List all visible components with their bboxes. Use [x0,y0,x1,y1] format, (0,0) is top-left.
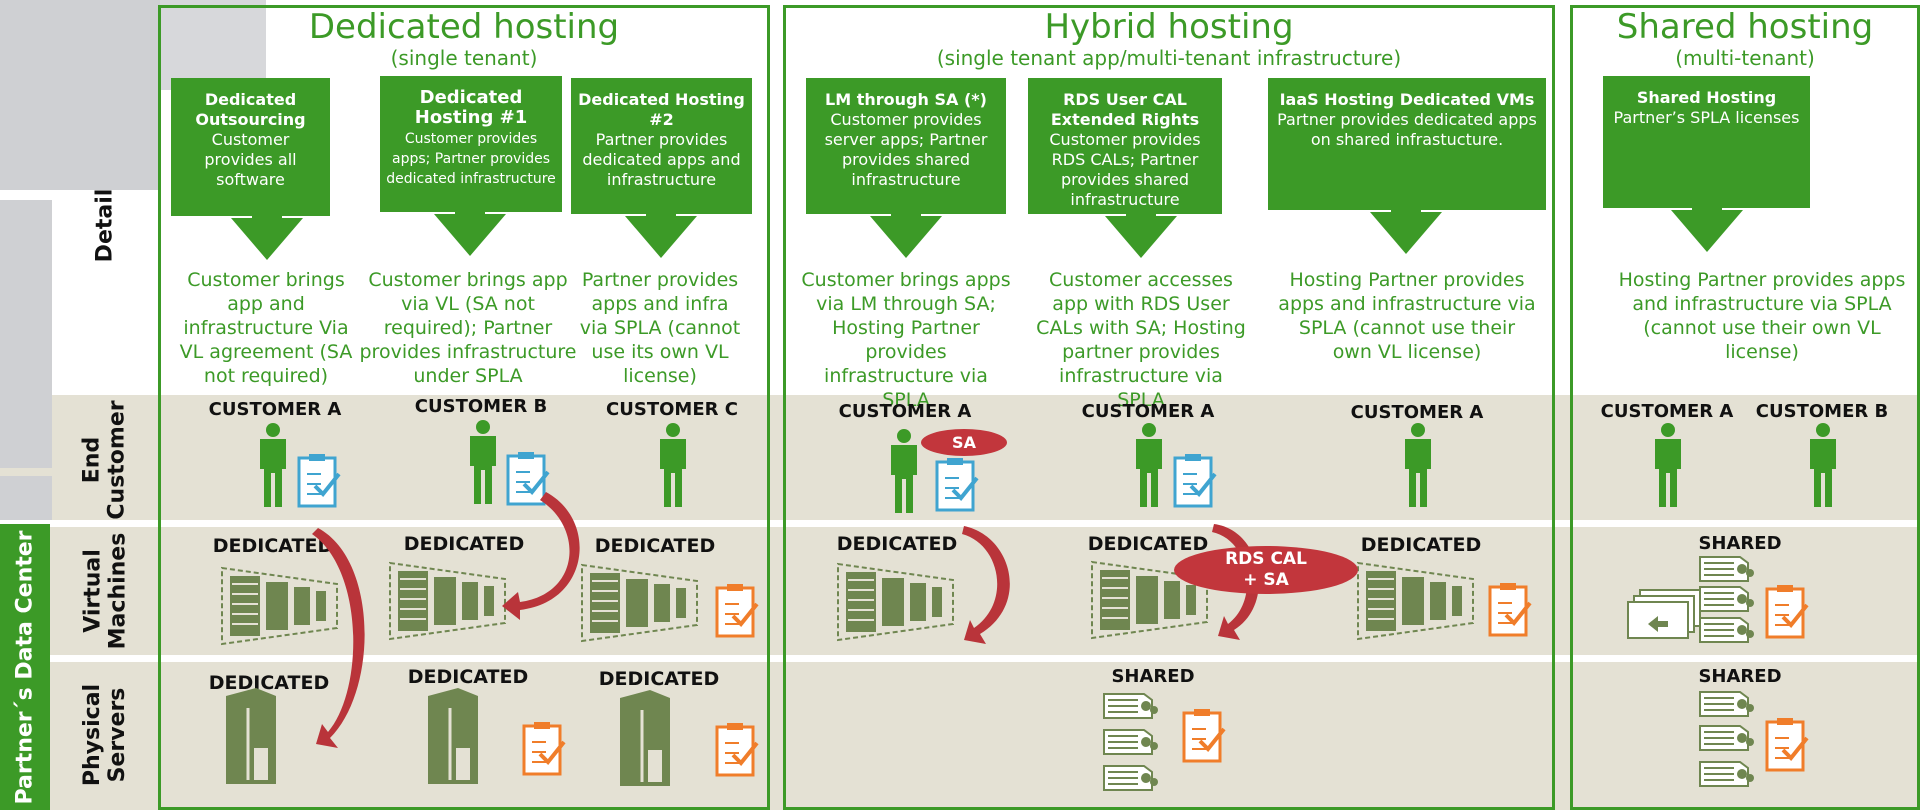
person-icon [891,429,917,513]
data-center-label: Partner´s Data Center [0,524,50,810]
option-box-lm-through-sa: LM through SA (*)Customer provides serve… [806,78,1006,214]
panel-title: Dedicated hosting [308,7,620,47]
person-icon [1810,423,1836,507]
server-rack-icon [581,564,698,642]
tower-server-icon [426,686,480,786]
vm-label: DEDICATED [212,535,334,557]
person-icon [260,423,286,507]
license-checklist-icon [522,720,566,776]
panel-title: Hybrid hosting [1044,7,1294,47]
description-text: Customer accesses app with RDS User CALs… [1036,269,1246,411]
server-rack-icon [389,562,506,640]
vm-label: DEDICATED [594,535,716,557]
license-checklist-icon [935,456,979,512]
description-text: Partner provides apps and infra via SPLA… [579,269,741,387]
left-strip [0,476,52,520]
customer-label: CUSTOMER A [1081,401,1215,422]
vm-label: SHARED [1698,533,1782,554]
shared-server-icon [1699,556,1755,582]
shared-server-icon [1103,765,1159,791]
person-icon [470,420,496,504]
server-label: DEDICATED [407,666,529,688]
license-checklist-icon [1173,452,1217,508]
server-label: DEDICATED [598,668,720,690]
tower-server-icon [618,688,672,788]
vm-label: DEDICATED [836,533,958,555]
license-checklist-icon [1488,581,1532,637]
left-strip [0,0,160,190]
left-strip [0,200,52,468]
server-rack-icon [1357,562,1474,640]
customer-label: CUSTOMER A [208,399,342,420]
panel-title: Shared hosting [1616,7,1874,47]
hybrid-hosting-panel [783,5,1555,810]
person-icon [660,423,686,507]
server-label: SHARED [1111,666,1195,687]
band-separator [0,655,1920,662]
shared-server-icon [1699,761,1755,787]
left-strip [160,0,266,90]
stacked-windows-icon [1627,589,1701,639]
customer-label: CUSTOMER A [838,401,972,422]
vm-label: DEDICATED [403,533,525,555]
band-separator [0,520,1920,527]
shared-server-icon [1699,691,1755,717]
shared-server-icon [1699,586,1755,612]
panel-subtitle: (multi-tenant) [1675,46,1815,70]
person-icon [1136,423,1162,507]
description-text: Hosting Partner provides apps and infras… [1278,269,1536,363]
license-checklist-icon [506,450,550,506]
description-text: Customer brings app via VL (SA not requi… [359,269,577,387]
server-rack-icon [221,567,338,645]
server-rack-icon [837,563,954,641]
license-checklist-icon [1765,583,1809,639]
vm-label: DEDICATED [1360,534,1482,556]
vm-label: DEDICATED [1087,533,1209,555]
shared-server-icon [1103,693,1159,719]
person-icon [1655,423,1681,507]
customer-label: CUSTOMER A [1350,402,1484,423]
customer-label: CUSTOMER B [414,396,548,417]
license-checklist-icon [297,452,341,508]
shared-server-icon [1103,729,1159,755]
customer-label: CUSTOMER B [1755,401,1889,422]
shared-hosting-panel [1570,5,1920,810]
license-checklist-icon [715,721,759,777]
panel-subtitle: (single tenant) [390,46,538,70]
sa-badge: SA [921,429,1007,456]
rds-cal-sa-badge: RDS CAL+ SA [1174,546,1358,594]
dedicated-hosting-panel [158,5,770,810]
tower-server-icon [224,686,278,786]
description-text: Customer brings app and infrastructure V… [179,269,353,387]
virtual-machines-band [0,523,1920,658]
license-checklist-icon [1182,707,1226,763]
license-checklist-icon [715,582,759,638]
description-text: Hosting Partner provides apps and infras… [1618,269,1906,363]
server-label: DEDICATED [208,672,330,694]
customer-label: CUSTOMER A [1600,401,1734,422]
person-icon [1405,423,1431,507]
license-checklist-icon [1765,716,1809,772]
description-text: Customer brings apps via LM through SA; … [801,269,1011,411]
server-label: SHARED [1698,666,1782,687]
customer-label: CUSTOMER C [606,399,738,420]
shared-server-icon [1699,617,1755,643]
shared-server-icon [1699,725,1755,751]
panel-subtitle: (single tenant app/multi-tenant infrastr… [936,46,1402,70]
